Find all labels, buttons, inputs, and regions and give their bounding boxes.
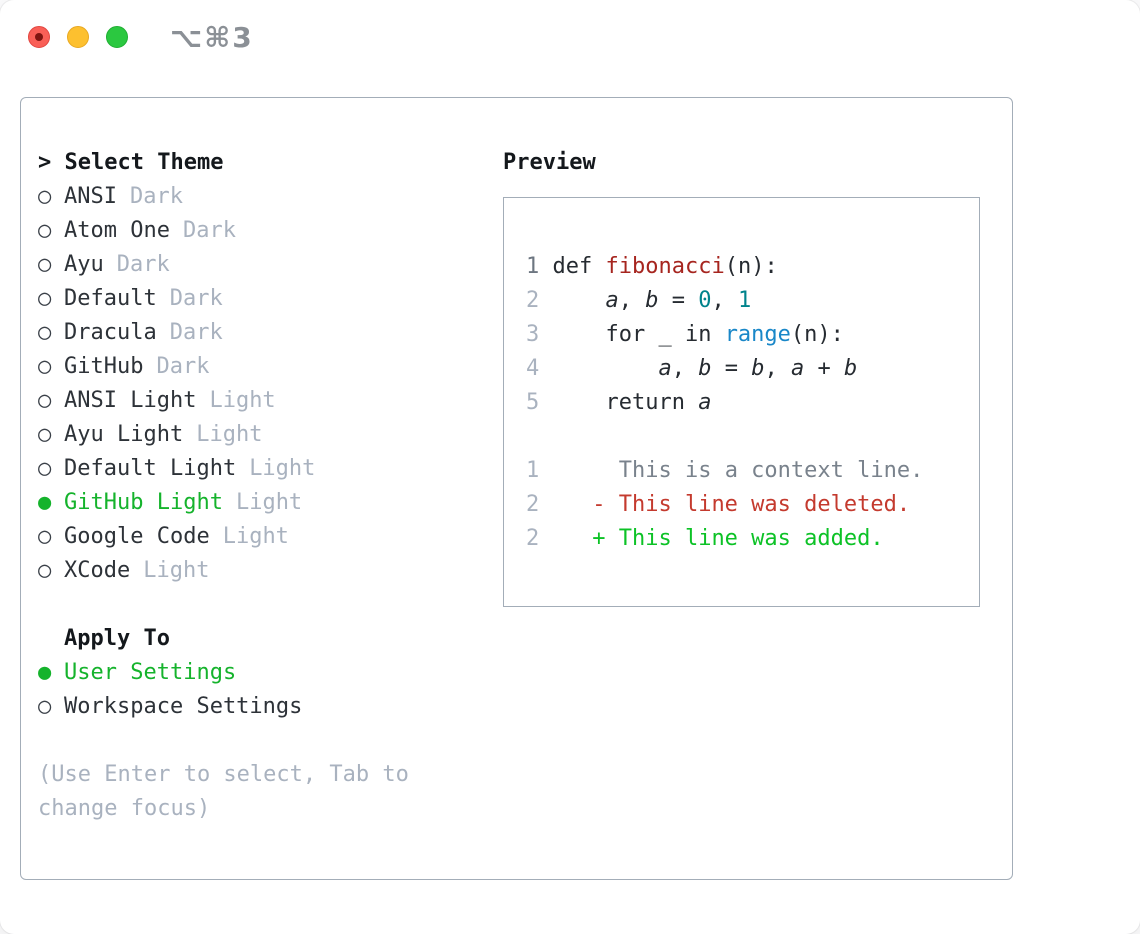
- apply-option-workspace-settings[interactable]: ○ Workspace Settings: [38, 690, 468, 724]
- option-label: Google Code: [64, 524, 210, 549]
- keyboard-hint: (Use Enter to select, Tab to change focu…: [38, 762, 409, 821]
- blank-line: [526, 556, 979, 590]
- radio-unselected-icon: ○: [38, 218, 52, 243]
- theme-option-google-code-light[interactable]: ○ Google Code Light: [38, 520, 468, 554]
- option-label: Ayu: [64, 252, 104, 277]
- option-variant-label: Light: [143, 558, 210, 583]
- radio-selected-icon: ●: [38, 660, 52, 685]
- code-line: 3 for _ in range(n):: [526, 322, 844, 347]
- option-label: ANSI: [64, 184, 117, 209]
- option-label: Default Light: [64, 456, 237, 481]
- radio-selected-icon: ●: [38, 490, 52, 515]
- theme-option-github-light-light[interactable]: ● GitHub Light Light: [38, 486, 468, 520]
- focus-caret-icon: >: [38, 150, 65, 175]
- radio-unselected-icon: ○: [38, 456, 52, 481]
- option-label: Default: [64, 286, 157, 311]
- select-theme-title: Select Theme: [64, 150, 224, 175]
- option-label: ANSI Light: [64, 388, 197, 413]
- option-label: Ayu Light: [64, 422, 184, 447]
- code-line: 1 def fibonacci(n):: [526, 254, 778, 279]
- theme-option-default-dark[interactable]: ○ Default Dark: [38, 282, 468, 316]
- apply-to-options-list: ● User Settings ○ Workspace Settings: [38, 656, 468, 724]
- theme-option-atom-one-dark[interactable]: ○ Atom One Dark: [38, 214, 468, 248]
- option-variant-label: Dark: [182, 218, 236, 243]
- option-label: Workspace Settings: [64, 694, 303, 719]
- preview-header: Preview: [503, 150, 596, 175]
- option-variant-label: Light: [222, 524, 289, 549]
- option-label: Dracula: [64, 320, 157, 345]
- titlebar: ⌥⌘3: [0, 0, 1140, 74]
- option-variant-label: Light: [196, 422, 263, 447]
- radio-unselected-icon: ○: [38, 694, 52, 719]
- code-line: 2 a, b = 0, 1: [526, 288, 752, 313]
- radio-unselected-icon: ○: [38, 524, 52, 549]
- minimize-button[interactable]: [67, 26, 89, 48]
- option-variant-label: Dark: [169, 320, 223, 345]
- option-variant-label: Light: [235, 490, 303, 515]
- radio-unselected-icon: ○: [38, 558, 52, 583]
- option-label: GitHub Light: [64, 490, 223, 515]
- apply-option-user-settings[interactable]: ● User Settings: [38, 656, 468, 690]
- blank-line: [526, 420, 979, 454]
- theme-option-xcode-light[interactable]: ○ XCode Light: [38, 554, 468, 588]
- code-line: 5 return a: [526, 390, 712, 415]
- code-line: 2 + This line was added.: [526, 526, 884, 551]
- unsaved-dot-icon: [35, 33, 43, 41]
- select-theme-header: > Select Theme: [38, 146, 468, 180]
- blank-line: [526, 216, 979, 250]
- radio-unselected-icon: ○: [38, 184, 52, 209]
- theme-option-github-dark[interactable]: ○ GitHub Dark: [38, 350, 468, 384]
- close-button[interactable]: [28, 26, 50, 48]
- apply-to-header: Apply To: [64, 626, 170, 651]
- theme-option-default-light-light[interactable]: ○ Default Light Light: [38, 452, 468, 486]
- theme-option-ayu-dark[interactable]: ○ Ayu Dark: [38, 248, 468, 282]
- window-shortcut-label: ⌥⌘3: [170, 20, 254, 54]
- option-variant-label: Dark: [129, 184, 183, 209]
- radio-unselected-icon: ○: [38, 320, 52, 345]
- radio-unselected-icon: ○: [38, 388, 52, 413]
- option-label: Atom One: [64, 218, 170, 243]
- code-line: 1 This is a context line.: [526, 458, 924, 483]
- radio-unselected-icon: ○: [38, 354, 52, 379]
- preview-column: Preview 1 def fibonacci(n): 2 a, b = 0, 1…: [503, 146, 980, 879]
- theme-option-ansi-dark[interactable]: ○ ANSI Dark: [38, 180, 468, 214]
- radio-unselected-icon: ○: [38, 252, 52, 277]
- radio-unselected-icon: ○: [38, 286, 52, 311]
- option-variant-label: Dark: [116, 252, 170, 277]
- theme-option-ayu-light-light[interactable]: ○ Ayu Light Light: [38, 418, 468, 452]
- option-variant-label: Light: [209, 388, 276, 413]
- option-label: GitHub: [64, 354, 144, 379]
- option-variant-label: Light: [249, 456, 316, 481]
- radio-unselected-icon: ○: [38, 422, 52, 447]
- option-variant-label: Dark: [156, 354, 210, 379]
- preview-box: 1 def fibonacci(n): 2 a, b = 0, 1 3 for _ …: [503, 197, 980, 607]
- option-label: XCode: [64, 558, 131, 583]
- code-line: 2 - This line was deleted.: [526, 492, 911, 517]
- option-label: User Settings: [64, 660, 237, 685]
- zoom-button[interactable]: [106, 26, 128, 48]
- theme-option-dracula-dark[interactable]: ○ Dracula Dark: [38, 316, 468, 350]
- option-variant-label: Dark: [169, 286, 223, 311]
- code-line: 4 a, b = b, a + b: [526, 356, 858, 381]
- theme-option-ansi-light-light[interactable]: ○ ANSI Light Light: [38, 384, 468, 418]
